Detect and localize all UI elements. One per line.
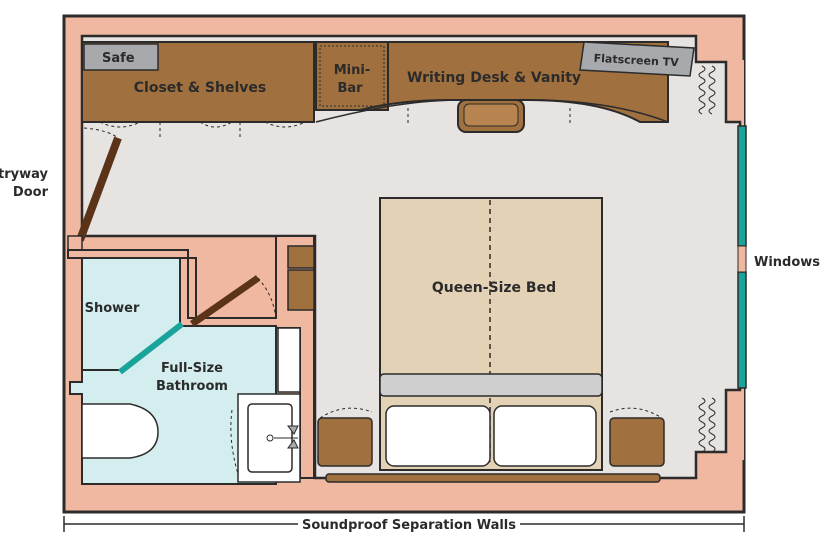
pillow-left — [385, 405, 491, 467]
desk-drawer-swings — [407, 108, 571, 126]
closet-label: Closet & Shelves — [134, 80, 266, 96]
bathroom-door — [189, 275, 261, 327]
shower-glass — [118, 321, 184, 375]
desk-chair-seat — [463, 103, 519, 127]
bathroom-label-line2: Bathroom — [156, 379, 228, 394]
toilet — [81, 403, 159, 459]
curtain-bottom — [698, 397, 716, 453]
entry-label-line1: Entryway — [0, 167, 49, 182]
bed-headboard — [379, 373, 603, 397]
bathroom-label-line1: Full-Size — [161, 361, 223, 376]
bathroom-cabinet-lower — [287, 269, 315, 311]
pillow-right — [493, 405, 597, 467]
entry-label-line2: Door — [13, 185, 49, 200]
sink-faucet — [274, 425, 299, 449]
tv-label: Flatscreen TV — [593, 52, 679, 69]
safe — [83, 43, 159, 71]
sink-door-swing — [230, 409, 239, 475]
curtain-top — [698, 65, 716, 115]
desk-lower-edge — [315, 99, 669, 123]
closet-door-swings — [99, 121, 306, 138]
window-glass-top — [737, 125, 747, 247]
bathroom-cabinet-upper — [287, 245, 315, 269]
bathroom-shelf — [277, 327, 301, 393]
nightstand-left — [317, 417, 373, 467]
minibar-label-line2: Bar — [337, 81, 363, 96]
dimension-label-bg — [298, 514, 520, 534]
window-glass-bottom — [737, 271, 747, 389]
safe-label: Safe — [102, 51, 135, 66]
walls-label: Soundproof Separation Walls — [302, 518, 516, 533]
desk-label: Writing Desk & Vanity — [407, 70, 581, 86]
minibar-label-line1: Mini- — [334, 63, 371, 78]
shower-label: Shower — [85, 301, 140, 316]
entry-door-frame — [67, 235, 83, 251]
nightstand-right — [609, 417, 665, 467]
nightstand-drawer-swings — [319, 407, 663, 419]
flatscreen-tv — [579, 41, 695, 77]
floor-rail — [325, 473, 661, 483]
bathroom-door-swing — [257, 277, 277, 321]
entry-door-swing — [83, 127, 119, 139]
windows-label: Windows — [754, 255, 820, 270]
entry-door — [76, 136, 122, 242]
mini-bar-dotted-outline — [319, 45, 385, 107]
window-mullion — [737, 245, 747, 273]
bed-label: Queen-Size Bed — [432, 280, 556, 296]
sink-drain — [266, 434, 274, 442]
